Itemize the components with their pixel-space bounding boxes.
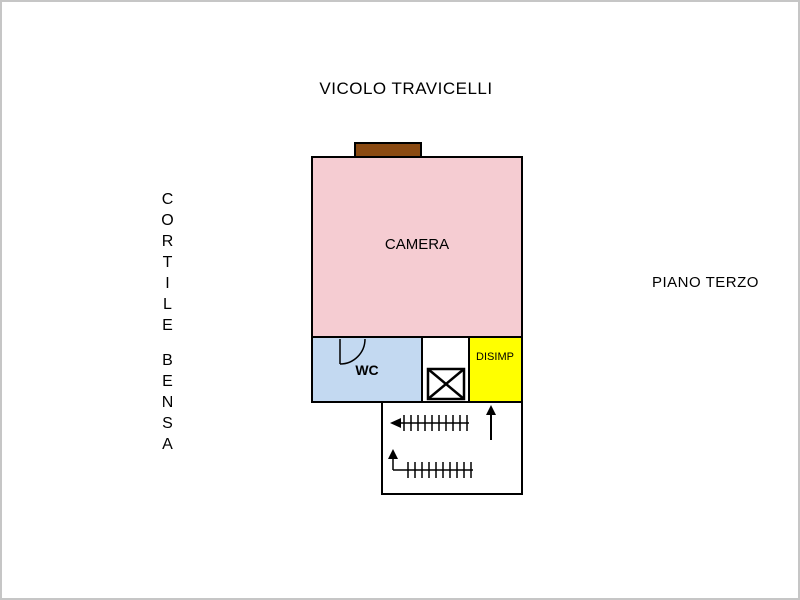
room-wc (311, 336, 423, 403)
courtyard-label: CORTILE BENSA (158, 191, 176, 457)
street-name-label: VICOLO TRAVICELLI (319, 79, 493, 98)
stairs-lower-arrowhead-icon (388, 449, 398, 459)
elevator-shaft-icon (426, 367, 466, 401)
room-disimp (468, 336, 523, 403)
room-label-camera: CAMERA (384, 236, 450, 253)
wc-door-arc-icon (339, 338, 366, 365)
stairs-direction-arrow-icon (486, 405, 496, 440)
floor-level-label: PIANO TERZO (652, 274, 759, 291)
courtyard-word-2: BENSA (159, 352, 176, 457)
stairs-lower-flight (392, 454, 473, 478)
room-camera (311, 156, 523, 338)
courtyard-word-1: CORTILE (159, 191, 176, 338)
room-label-wc: WC (355, 362, 379, 378)
stairwell-outline (381, 401, 523, 495)
stairs-upper-arrowhead-icon (390, 418, 401, 428)
stairs-upper-flight (398, 415, 469, 431)
room-label-disimp: DISIMP (476, 351, 514, 363)
